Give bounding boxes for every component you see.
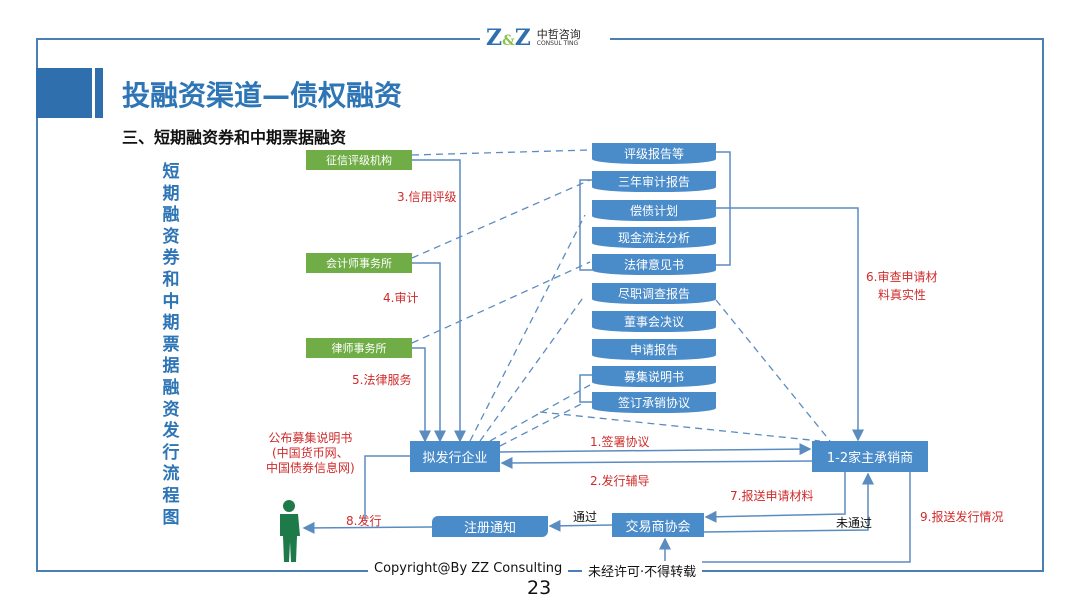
slide-title: 投融资渠道—债权融资 (122, 79, 403, 112)
page-number: 23 (527, 577, 552, 599)
underwriter-node: 1-2家主承销商 (812, 441, 928, 472)
publish-line: 公布募集说明书 (268, 431, 353, 445)
publish-label: 公布募集说明书 (中国货币网、 中国债券信息网) (266, 431, 355, 476)
publish-line: 中国债券信息网) (266, 461, 355, 475)
step-8-label: 8.发行 (346, 514, 382, 528)
agency-accounting: 会计师事务所 (306, 253, 412, 273)
title-accent-block (36, 68, 92, 118)
step-3-label: 3.信用评级 (397, 190, 457, 204)
footer-notice: 未经许可·不得转载 (582, 561, 703, 580)
doc-item: 现金流法分析 (592, 227, 716, 248)
title-accent-bar (95, 68, 103, 118)
fail-label: 未通过 (836, 516, 873, 530)
agency-law: 律师事务所 (306, 338, 412, 358)
step-5-label: 5.法律服务 (352, 373, 412, 387)
doc-item: 偿债计划 (592, 200, 716, 221)
step-2-label: 2.发行辅导 (590, 474, 650, 488)
logo-cn: 中哲咨询 (536, 28, 581, 41)
doc-item: 董事会决议 (592, 311, 716, 332)
step-4-label: 4.审计 (383, 291, 419, 305)
logo-mark: Z&Z (486, 25, 531, 51)
vertical-title: 短期融资券和中期票据融资发行流程图 (162, 162, 180, 528)
publish-line: (中国货币网、 (272, 446, 349, 460)
step-6-line: 6.审查申请材 (866, 270, 938, 284)
step-6-label: 6.审查申请材 料真实性 (866, 268, 937, 304)
step-9-label: 9.报送发行情况 (920, 510, 1004, 524)
doc-item: 三年审计报告 (592, 171, 716, 192)
doc-item: 签订承销协议 (592, 392, 716, 413)
registration-notice-node: 注册通知 (432, 516, 548, 537)
doc-item: 申请报告 (592, 339, 716, 360)
issuer-node: 拟发行企业 (410, 441, 500, 472)
doc-item: 评级报告等 (592, 143, 716, 164)
step-7-label: 7.报送申请材料 (730, 489, 814, 503)
pass-label: 通过 (573, 510, 598, 524)
doc-item: 法律意见书 (592, 254, 716, 275)
slide-subtitle: 三、短期融资券和中期票据融资 (122, 128, 347, 147)
doc-item: 尽职调查报告 (592, 283, 716, 304)
step-1-label: 1.签署协议 (590, 435, 650, 449)
footer-copyright: Copyright@By ZZ Consulting (368, 561, 569, 576)
logo-en: CONSUL TING (536, 40, 579, 47)
agency-rating: 征信评级机构 (306, 150, 412, 170)
doc-item: 募集说明书 (592, 366, 716, 387)
nafmii-node: 交易商协会 (612, 513, 704, 537)
step-6-line: 料真实性 (878, 288, 927, 302)
